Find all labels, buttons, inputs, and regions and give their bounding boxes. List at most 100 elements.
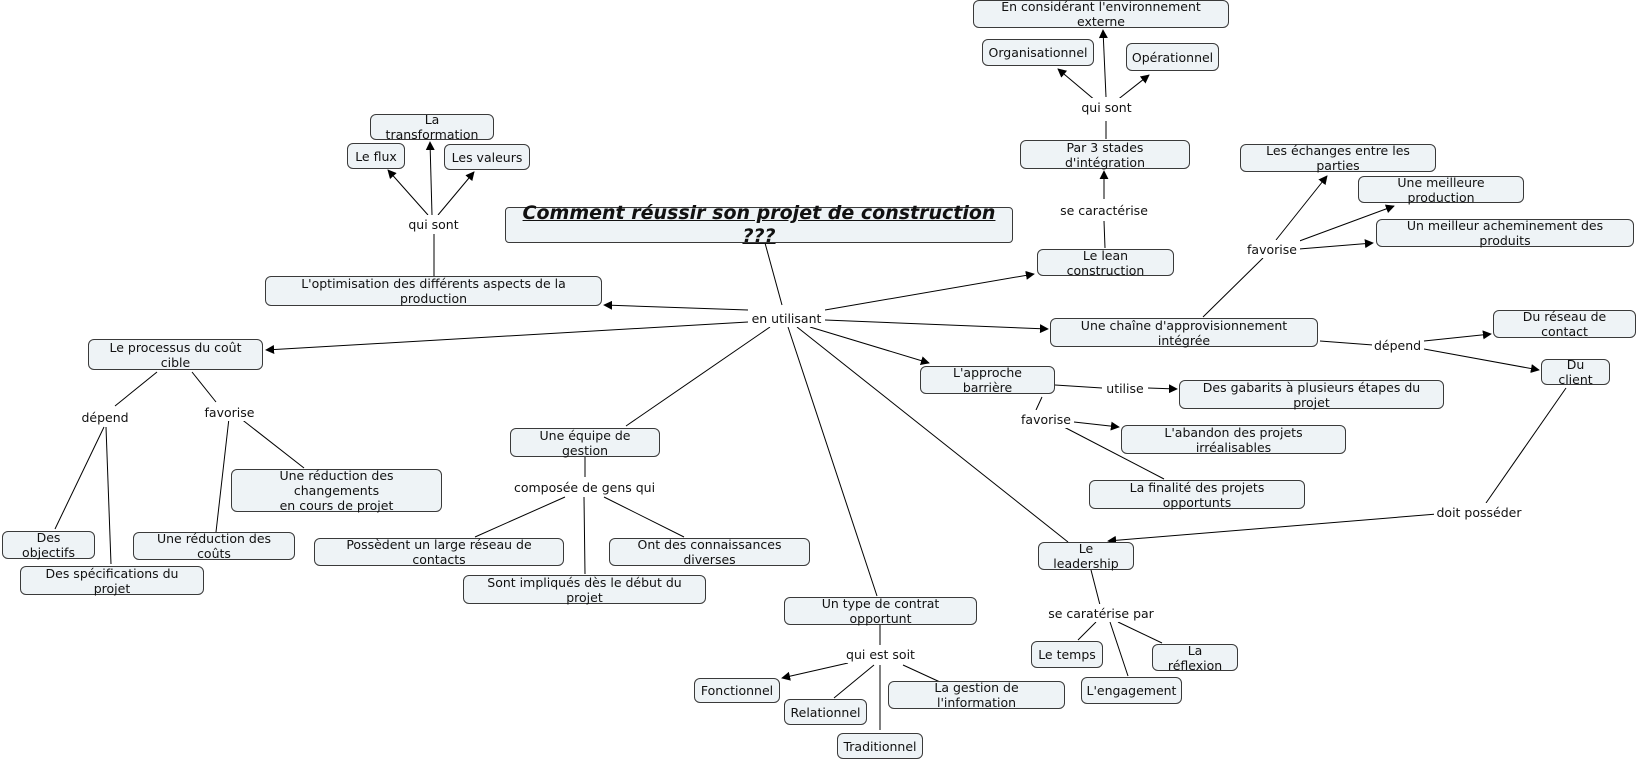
link-favorise-cout: favorise [201, 403, 258, 421]
edge [1275, 175, 1328, 241]
edge [809, 326, 930, 365]
edge [1298, 239, 1374, 250]
concept-acheminement[interactable]: Un meilleur acheminement des produits [1376, 218, 1634, 248]
concept-reflexion[interactable]: La réflexion [1152, 643, 1238, 673]
concept-traditionnel[interactable]: Traditionnel [837, 733, 923, 759]
concept-operationnel[interactable]: Opérationnel [1126, 43, 1219, 71]
concept-reduction-couts[interactable]: Une réduction des coûts [133, 531, 295, 561]
edge [1109, 621, 1129, 677]
link-en-utilisant: en utilisant [748, 309, 825, 327]
edge [1063, 426, 1165, 480]
edge [265, 321, 749, 355]
link-doit-posseder: doit posséder [1434, 503, 1524, 521]
link-qui-est-soit: qui est soit [842, 645, 919, 663]
concept-equipe[interactable]: Une équipe de gestion [510, 428, 660, 458]
edge [787, 326, 878, 597]
concept-contrat[interactable]: Un type de contrat opportunt [784, 596, 977, 626]
edge [54, 426, 105, 530]
edge [1147, 384, 1178, 394]
concept-optimisation[interactable]: L'optimisation des différents aspects de… [265, 276, 602, 306]
link-qui-sont-stades: qui sont [1078, 98, 1135, 116]
concept-organisationnel[interactable]: Organisationnel [982, 39, 1094, 66]
concept-client[interactable]: Du client [1541, 357, 1610, 387]
edge [796, 326, 1069, 543]
edge [1485, 387, 1567, 504]
concept-reseau[interactable]: Du réseau de contact [1493, 309, 1636, 339]
concept-fonctionnel[interactable]: Fonctionnel [694, 678, 780, 703]
main-topic[interactable]: Comment réussir son projet de constructi… [505, 202, 1013, 247]
edge [1107, 513, 1438, 545]
edge [474, 496, 566, 538]
concept-leadership[interactable]: Le leadership [1038, 541, 1134, 571]
concept-objectifs[interactable]: Des objectifs [2, 530, 95, 560]
edge [114, 371, 158, 407]
link-se-caracterise: se caractérise [1057, 201, 1151, 219]
edge [764, 242, 783, 306]
concept-flux[interactable]: Le flux [347, 143, 405, 169]
concept-contacts[interactable]: Possèdent un large réseau de contacts [314, 537, 564, 567]
edge [1035, 396, 1043, 411]
edge [1293, 204, 1395, 244]
edge [833, 664, 875, 699]
edge [1319, 340, 1374, 346]
concept-gestion-info[interactable]: La gestion de l'information [888, 680, 1065, 710]
edge [902, 664, 941, 683]
concept-chaine[interactable]: Une chaîne d'approvisionnement intégrée [1050, 318, 1318, 348]
concept-environnement[interactable]: En considérant l'environnement externe [973, 0, 1229, 29]
concept-cout-cible[interactable]: Le processus du coût cible [88, 339, 263, 370]
link-depend-chaine: dépend [1372, 336, 1423, 354]
edge [603, 496, 685, 538]
edge [387, 169, 429, 216]
edge [437, 171, 475, 216]
edge [191, 371, 217, 403]
link-favorise-barriere: favorise [1018, 410, 1074, 428]
concept-meilleure-production[interactable]: Une meilleure production [1358, 175, 1524, 205]
edge [1077, 621, 1097, 641]
concept-echanges[interactable]: Les échanges entre les parties [1240, 143, 1436, 173]
link-qui-sont-flux: qui sont [406, 215, 461, 233]
concept-temps[interactable]: Le temps [1031, 641, 1103, 668]
edge [1117, 621, 1163, 644]
edge [105, 426, 112, 565]
link-utilise: utilise [1102, 379, 1148, 397]
link-depend-cout: dépend [80, 408, 130, 426]
link-caraterise-par: se caratérise par [1046, 604, 1156, 622]
concept-transformation[interactable]: La transformation [370, 112, 494, 142]
edge [603, 300, 749, 311]
edge [625, 326, 771, 427]
concept-stades[interactable]: Par 3 stades d'intégration [1020, 140, 1190, 170]
edge [1115, 74, 1150, 102]
concept-impliques[interactable]: Sont impliqués dès le début du projet [463, 575, 706, 605]
edge [1103, 220, 1106, 249]
edge [1423, 330, 1492, 342]
edge [239, 417, 305, 469]
edge [425, 141, 435, 216]
edge [215, 417, 230, 533]
concept-gabarits[interactable]: Des gabarits à plusieurs étapes du proje… [1179, 380, 1444, 410]
concept-barriere[interactable]: L'approche barrière [920, 365, 1055, 395]
concept-specifications[interactable]: Des spécifications du projet [20, 566, 204, 596]
edge [1202, 257, 1264, 318]
edge [583, 496, 586, 575]
concept-relationnel[interactable]: Relationnel [784, 699, 867, 725]
concept-lean[interactable]: Le lean construction [1037, 248, 1174, 278]
concept-valeurs[interactable]: Les valeurs [444, 144, 530, 170]
edge [1073, 421, 1120, 431]
edge [781, 662, 849, 681]
edge [1090, 569, 1101, 606]
edge [824, 270, 1035, 311]
concept-abandon[interactable]: L'abandon des projets irréalisables [1121, 425, 1346, 455]
concept-finalite[interactable]: La finalité des projets opportunts [1089, 480, 1305, 510]
concept-reduction-changements[interactable]: Une réduction des changements en cours d… [231, 468, 442, 513]
edge [824, 319, 1049, 334]
edge [1054, 384, 1103, 389]
link-composee: composée de gens qui [513, 478, 656, 496]
concept-engagement[interactable]: L'engagement [1081, 677, 1182, 704]
concept-connaissances[interactable]: Ont des connaissances diverses [609, 537, 810, 567]
edge [1423, 348, 1540, 373]
edge [1057, 68, 1097, 102]
link-favorise-chaine: favorise [1244, 240, 1300, 258]
edge [1098, 29, 1108, 98]
